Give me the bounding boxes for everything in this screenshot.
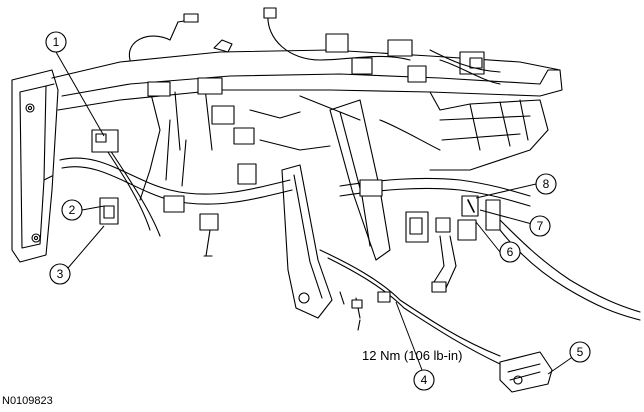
right-harness	[339, 177, 641, 321]
callout-4: 4	[413, 369, 435, 391]
left-harness	[59, 13, 331, 257]
left-bracket	[11, 69, 59, 263]
lower-harness	[319, 249, 501, 365]
callout-7: 7	[529, 215, 551, 237]
callout-1-label: 1	[53, 35, 60, 49]
torque-specification: 12 Nm (106 lb-in)	[362, 348, 463, 363]
callout-5: 5	[569, 341, 591, 363]
top-harness	[263, 7, 501, 151]
callout-1: 1	[45, 31, 67, 53]
cross-car-beam	[51, 49, 563, 171]
callout-4-label: 4	[421, 373, 428, 387]
callout-3: 3	[49, 263, 71, 285]
callout-2: 2	[61, 199, 83, 221]
callout-6-label: 6	[507, 245, 514, 259]
callout-6: 6	[499, 241, 521, 263]
callout-2-label: 2	[69, 203, 76, 217]
center-support-column	[281, 99, 391, 319]
leader-lines	[55, 51, 575, 375]
callout-7-label: 7	[537, 219, 544, 233]
callout-8: 8	[535, 173, 557, 195]
callout-5-label: 5	[577, 345, 584, 359]
figure-id: N0109823	[2, 395, 53, 407]
callout-8-label: 8	[543, 177, 550, 191]
callout-3-label: 3	[57, 267, 64, 281]
connector-component-5	[499, 351, 553, 393]
